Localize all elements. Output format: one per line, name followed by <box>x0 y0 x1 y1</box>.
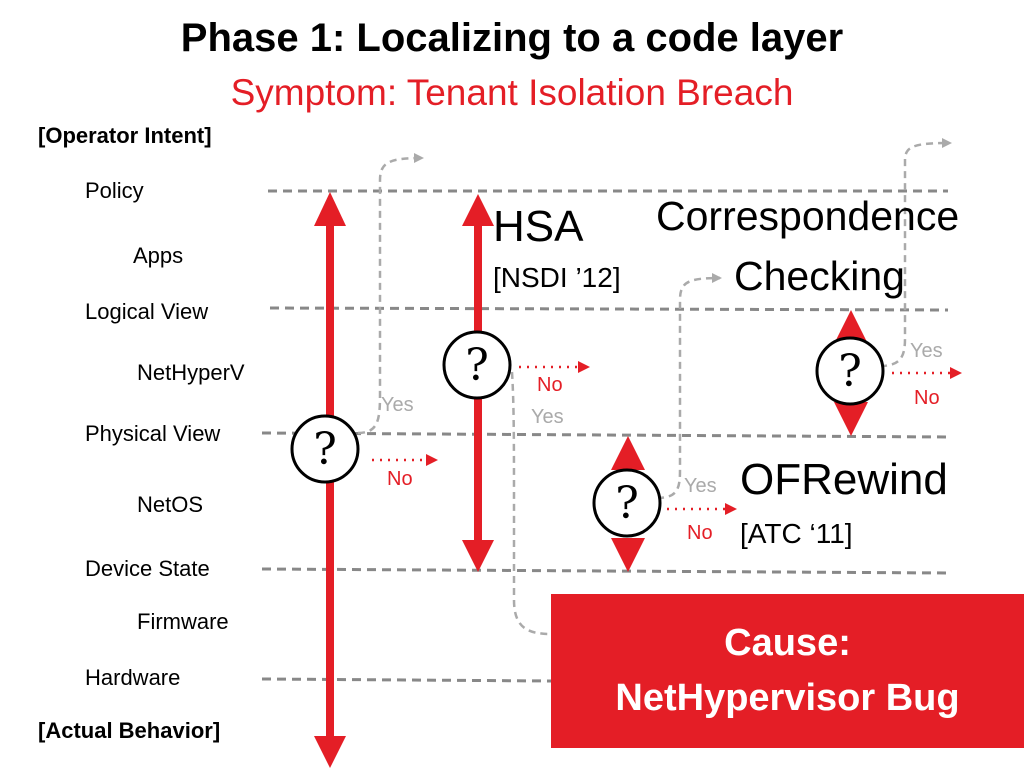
correspondence-label-line1: Correspondence <box>656 193 960 239</box>
boundary-device-state <box>261 567 949 575</box>
layer-policy: Policy <box>85 178 144 203</box>
layer-hardware: Hardware <box>85 665 181 690</box>
layer-boundaries <box>261 189 949 683</box>
decision-circles <box>290 330 885 538</box>
no-label-ofrewind: No <box>687 522 713 544</box>
decision-circle-ofrewind <box>592 468 662 538</box>
no-label-hsa: No <box>537 374 563 396</box>
layer-logical-view: Logical View <box>85 299 209 324</box>
no-label-correspondence: No <box>914 387 940 409</box>
cause-box: Cause: NetHypervisor Bug <box>551 594 1024 748</box>
yes-label-correspondence: Yes <box>910 340 943 362</box>
question-icon-correspondence: ? <box>838 345 862 397</box>
decision-circle-physical <box>290 414 360 484</box>
layer-apps: Apps <box>133 243 184 268</box>
ofrewind-label: OFRewind <box>740 455 948 504</box>
cause-detail: NetHypervisor Bug <box>615 677 960 719</box>
correspondence-label-line2: Checking <box>734 253 905 299</box>
question-icon-physical: ? <box>313 423 337 475</box>
boundary-hardware <box>261 677 552 683</box>
yes-label-ofrewind: Yes <box>684 475 717 497</box>
decision-circle-correspondence <box>815 336 885 406</box>
slide-title: Phase 1: Localizing to a code layer <box>180 16 844 60</box>
flow-paths <box>357 138 952 636</box>
ofrewind-citation: [ATC ‘11] <box>740 518 853 549</box>
no-arrows <box>372 361 962 515</box>
hsa-citation: [NSDI ’12] <box>493 262 621 293</box>
cause-heading: Cause: <box>724 621 851 664</box>
no-label-physical: No <box>387 468 413 490</box>
slide-subtitle: Symptom: Tenant Isolation Breach <box>230 72 794 113</box>
layer-device-state: Device State <box>85 556 210 581</box>
flow-yes-correspondence <box>879 138 952 368</box>
question-icon-hsa: ? <box>465 339 489 391</box>
actual-behavior-label: [Actual Behavior] <box>38 718 221 743</box>
flow-yes-physical <box>357 153 424 435</box>
layer-netos: NetOS <box>137 492 204 517</box>
boundary-physical-view <box>261 431 949 439</box>
ofrewind-range-arrow <box>611 436 645 572</box>
layer-physical-view: Physical View <box>85 421 221 446</box>
question-icon-ofrewind: ? <box>615 477 639 529</box>
yes-label-physical: Yes <box>381 394 414 416</box>
flow-yes-hsa <box>510 371 552 636</box>
operator-intent-label: [Operator Intent] <box>38 123 212 148</box>
flow-yes-ofrewind <box>656 273 722 500</box>
layer-nethyperv: NetHyperV <box>137 360 245 385</box>
boundary-logical-view <box>269 306 949 312</box>
yes-label-hsa: Yes <box>531 406 564 428</box>
hsa-label: HSA <box>493 202 584 251</box>
decision-circle-hsa <box>442 330 512 400</box>
layer-firmware: Firmware <box>137 609 229 634</box>
correspondence-range-arrow <box>834 310 868 436</box>
